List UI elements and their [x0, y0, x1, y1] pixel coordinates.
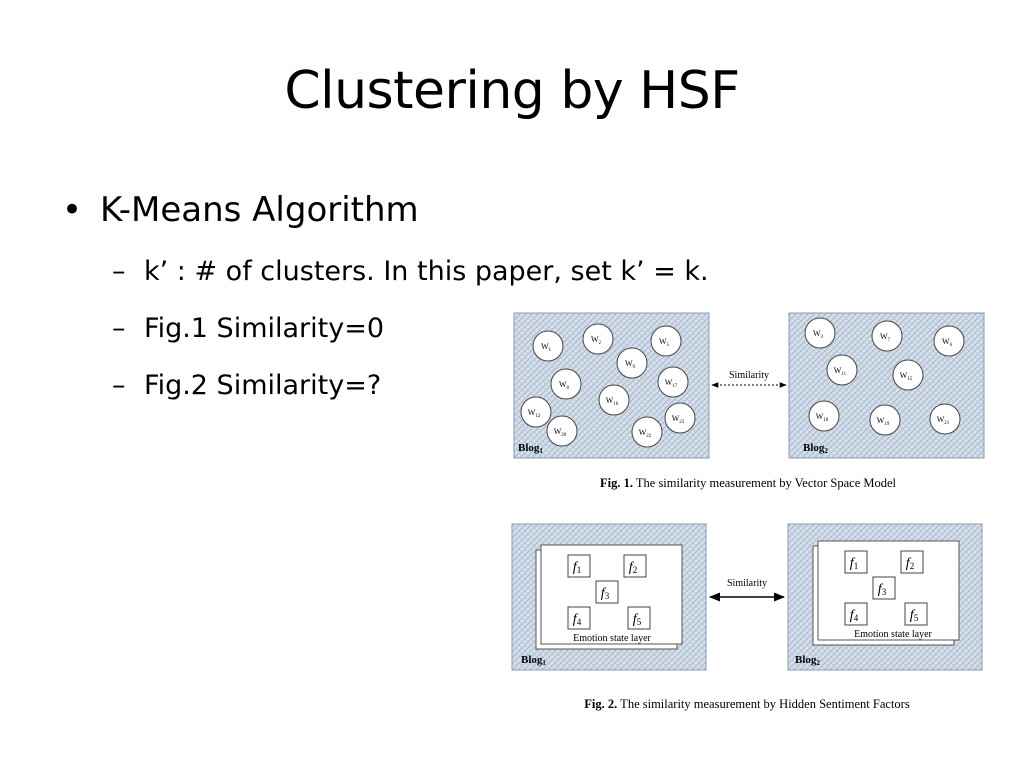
- bullet-text: K-Means Algorithm: [100, 190, 419, 230]
- blog2-word-label: W15: [900, 371, 913, 382]
- factor-label: f3: [601, 586, 610, 601]
- blog1-word-label: W2: [591, 335, 602, 346]
- bullet-k-prime: –k’ : # of clusters. In this paper, set …: [112, 256, 709, 287]
- word-node: W15: [892, 359, 924, 391]
- blog2-label: Blog2: [803, 442, 828, 455]
- word-node: W16: [598, 384, 630, 416]
- word-node: W1: [532, 330, 564, 362]
- factor-node: f2: [623, 554, 647, 578]
- similarity-label: Similarity: [727, 578, 767, 589]
- factor-label: f3: [878, 582, 887, 597]
- factor-label: f1: [850, 556, 858, 571]
- blog2-word-label: W6: [942, 337, 953, 348]
- blog1-word-label: W17: [665, 378, 678, 389]
- factor-label: f4: [573, 612, 582, 627]
- bullet-fig2: –Fig.2 Similarity=?: [112, 370, 381, 401]
- word-node: W12: [520, 396, 552, 428]
- bullet-fig1: –Fig.1 Similarity=0: [112, 313, 384, 344]
- layer-label-blog2: Emotion state layer: [854, 629, 932, 640]
- bullet-kmeans: • K-Means Algorithm: [62, 190, 419, 230]
- factor-boxes: f1 f2 f3 f4 f5 f1 f2 f3 f4 f5: [567, 550, 928, 630]
- factor-node: f4: [844, 602, 868, 626]
- word-node: W20: [546, 415, 578, 447]
- bullet-marker: •: [62, 190, 83, 230]
- factor-label: f5: [633, 612, 642, 627]
- word-node: W2: [582, 323, 614, 355]
- factor-label: f5: [910, 608, 919, 623]
- bullet-marker: –: [112, 370, 126, 401]
- word-node: W5: [650, 325, 682, 357]
- blog1-word-label: W12: [528, 408, 541, 419]
- factor-node: f2: [900, 550, 924, 574]
- blog1-word-label: W5: [659, 337, 670, 348]
- blog1-word-label: W22: [639, 428, 652, 439]
- bullet-text: Fig.1 Similarity=0: [144, 313, 385, 344]
- word-node: W19: [869, 404, 901, 436]
- blog2-word-label: W3: [813, 329, 824, 340]
- word-node: W21: [929, 403, 961, 435]
- blog1-label: Blog1: [521, 654, 546, 667]
- factor-label: f1: [573, 560, 581, 575]
- bullet-text: k’ : # of clusters. In this paper, set k…: [144, 256, 709, 287]
- blog1-word-label: W1: [541, 342, 552, 353]
- figure-2: f1 f2 f3 f4 f5 f1 f2 f3 f4 f5 Emotion state layer…: [511, 523, 983, 711]
- blog2-word-label: W21: [937, 415, 950, 426]
- blog2-word-label: W19: [877, 416, 890, 427]
- word-node: W7: [871, 320, 903, 352]
- word-node: W23: [664, 402, 696, 434]
- factor-node: f3: [595, 580, 619, 604]
- word-node: W22: [631, 416, 663, 448]
- bullet-marker: –: [112, 313, 126, 344]
- word-node: W8: [550, 368, 582, 400]
- slide-title: Clustering by HSF: [284, 61, 740, 121]
- word-node: W18: [808, 400, 840, 432]
- factor-node: f4: [567, 606, 591, 630]
- factor-node: f1: [567, 554, 591, 578]
- layer-label-blog1: Emotion state layer: [573, 633, 651, 644]
- blog1-word-label: W8: [559, 380, 570, 391]
- factor-node: f5: [627, 606, 651, 630]
- word-node: W6: [933, 325, 965, 357]
- bullet-text: Fig.2 Similarity=?: [144, 370, 382, 401]
- factor-node: f1: [844, 550, 868, 574]
- blog1-word-label: W20: [554, 427, 567, 438]
- factor-label: f4: [850, 608, 859, 623]
- fig2-caption: Fig. 2. The similarity measurement by Hi…: [584, 697, 910, 711]
- blog2-word-label: W7: [880, 332, 891, 343]
- blog1-word-label: W23: [672, 414, 685, 425]
- blog2-word-label: W11: [834, 366, 847, 377]
- blog2-word-label: W18: [816, 412, 829, 423]
- fig1-caption: Fig. 1. The similarity measurement by Ve…: [600, 476, 897, 490]
- factor-label: f2: [629, 560, 637, 575]
- blog1-label: Blog1: [518, 442, 543, 455]
- blog2-label: Blog2: [795, 654, 820, 667]
- similarity-label: Similarity: [729, 370, 769, 381]
- blog1-word-label: W16: [606, 396, 619, 407]
- word-node: W11: [826, 354, 858, 386]
- factor-node: f3: [872, 576, 896, 600]
- word-node: W17: [657, 366, 689, 398]
- factor-label: f2: [906, 556, 914, 571]
- bullet-marker: –: [112, 256, 126, 287]
- blog1-word-label: W9: [625, 359, 636, 370]
- word-node: W3: [804, 317, 836, 349]
- factor-node: f5: [904, 602, 928, 626]
- word-node: W9: [616, 347, 648, 379]
